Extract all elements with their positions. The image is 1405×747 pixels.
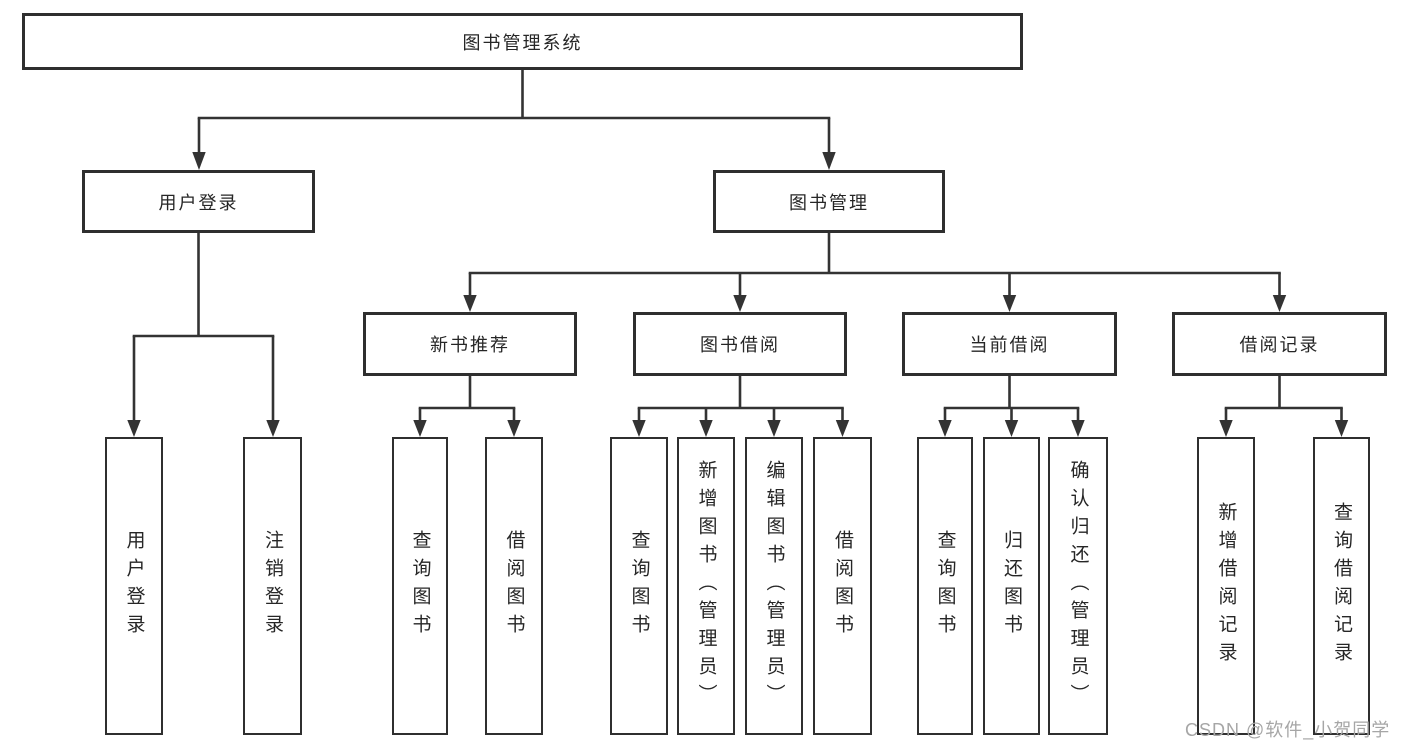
leaf-query-books-recommend: 查询图书 [392, 437, 448, 735]
node-label: 注销登录 [262, 530, 283, 642]
leaf-edit-books-admin: 编辑图书（管理员） [745, 437, 803, 735]
arrowhead-icon [699, 420, 713, 437]
connector-level3-to-leaves [413, 376, 1349, 437]
leaf-query-books-borrow: 查询图书 [610, 437, 668, 735]
leaf-borrow-books: 借阅图书 [813, 437, 872, 735]
connector-root-to-level2 [192, 70, 836, 170]
node-book-management: 图书管理 [713, 170, 945, 233]
node-label: 借阅图书 [832, 530, 853, 642]
node-label: 借阅记录 [1239, 335, 1320, 355]
arrowhead-icon [1004, 420, 1019, 437]
node-label: 查询图书 [409, 530, 431, 642]
node-label: 借阅图书 [503, 530, 525, 642]
node-label: 查询图书 [628, 530, 650, 642]
leaf-confirm-return-admin: 确认归还（管理员） [1048, 437, 1108, 735]
node-label: 当前借阅 [969, 335, 1050, 355]
leaf-borrow-books-recommend: 借阅图书 [485, 437, 543, 735]
node-current-borrow: 当前借阅 [902, 312, 1117, 376]
arrowhead-icon [413, 420, 427, 437]
node-borrow-records: 借阅记录 [1172, 312, 1387, 376]
arrowhead-icon [1071, 420, 1085, 437]
leaf-add-books-admin: 新增图书（管理员） [677, 437, 735, 735]
node-label: 编辑图书（管理员） [763, 460, 785, 712]
leaf-add-borrow-record: 新增借阅记录 [1197, 437, 1255, 735]
node-label: 新书推荐 [430, 335, 510, 355]
arrowhead-icon [632, 420, 646, 437]
arrowhead-icon [835, 420, 850, 437]
node-user-login: 用户登录 [82, 170, 315, 233]
node-label: 确认归还（管理员） [1067, 460, 1089, 712]
node-label: 图书借阅 [700, 335, 780, 355]
node-new-book-recommend: 新书推荐 [363, 312, 577, 376]
arrowhead-icon [1219, 420, 1233, 437]
leaf-query-books-current: 查询图书 [917, 437, 973, 735]
arrowhead-icon [266, 420, 280, 437]
arrowhead-icon [1272, 295, 1287, 312]
arrowhead-icon [463, 295, 477, 312]
leaf-logout: 注销登录 [243, 437, 302, 735]
connector-book-mgmt-to-level3 [463, 232, 1287, 312]
connector-user-login-to-children [127, 233, 280, 437]
node-label: 图书管理 [789, 192, 869, 213]
node-library-system: 图书管理系统 [22, 13, 1023, 70]
arrowhead-icon [822, 152, 836, 170]
arrowhead-icon [767, 420, 781, 437]
arrowhead-icon [127, 420, 141, 437]
arrowhead-icon [507, 420, 521, 437]
node-label: 新增借阅记录 [1215, 502, 1237, 670]
watermark: CSDN @软件_小贺同学 [1185, 720, 1391, 740]
node-label: 查询图书 [934, 530, 956, 642]
arrowhead-icon [1002, 295, 1017, 312]
leaf-user-login: 用户登录 [105, 437, 163, 735]
arrowhead-icon [192, 152, 206, 170]
arrowhead-icon [938, 420, 952, 437]
node-label: 查询借阅记录 [1331, 502, 1352, 670]
arrowhead-icon [733, 295, 747, 312]
node-label: 新增图书（管理员） [695, 460, 717, 712]
node-label: 用户登录 [123, 530, 145, 642]
leaf-query-borrow-record: 查询借阅记录 [1313, 437, 1370, 735]
leaf-return-books: 归还图书 [983, 437, 1040, 735]
node-book-borrow: 图书借阅 [633, 312, 847, 376]
node-label: 用户登录 [158, 192, 239, 213]
node-label: 归还图书 [1001, 530, 1022, 642]
node-label: 图书管理系统 [462, 32, 583, 53]
arrowhead-icon [1334, 420, 1349, 437]
